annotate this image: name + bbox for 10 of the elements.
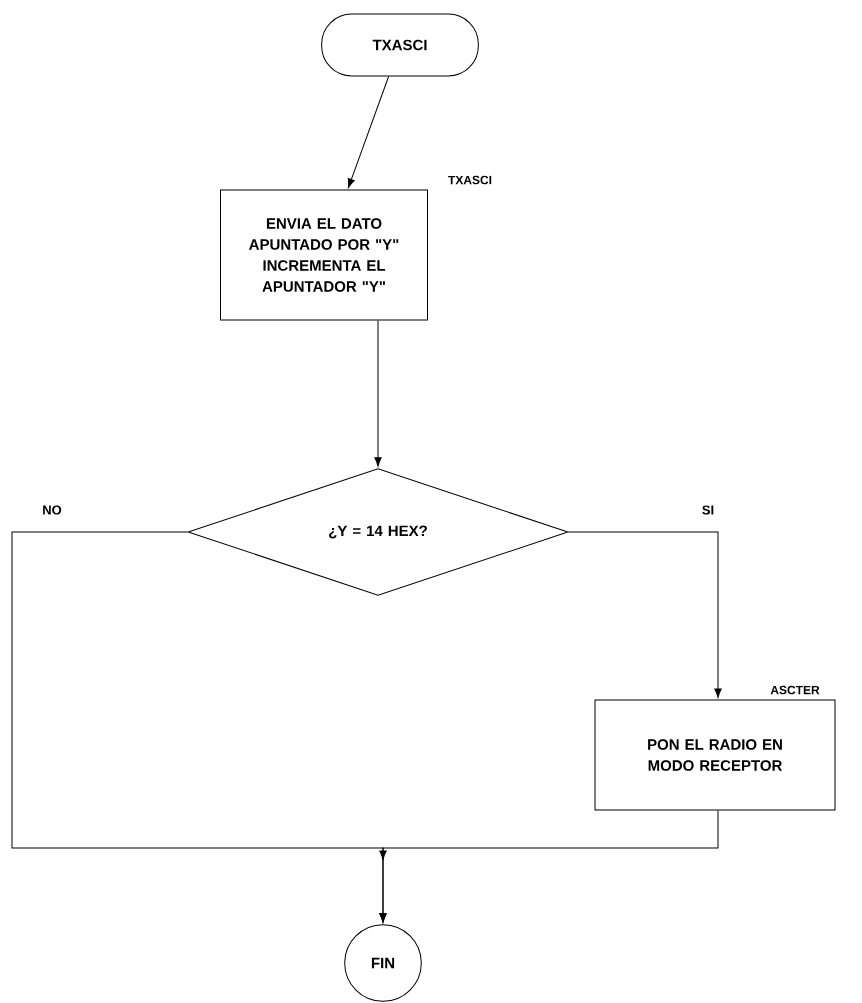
edge-label: NO — [41, 504, 63, 516]
arrow — [568, 531, 722, 698]
edge-label: SI — [700, 504, 716, 516]
arrow — [347, 76, 390, 188]
process-box: PON EL RADIO EN MODO RECEPTOR — [594, 699, 836, 811]
step-label: ASCTER — [770, 685, 820, 695]
arrow — [379, 810, 719, 923]
arrow — [374, 320, 382, 467]
process-box: ENVIA EL DATO APUNTADO POR "Y" INCREMENTA EL APUNTADOR "Y" — [220, 189, 428, 321]
step-label: TXASCI — [448, 175, 492, 185]
